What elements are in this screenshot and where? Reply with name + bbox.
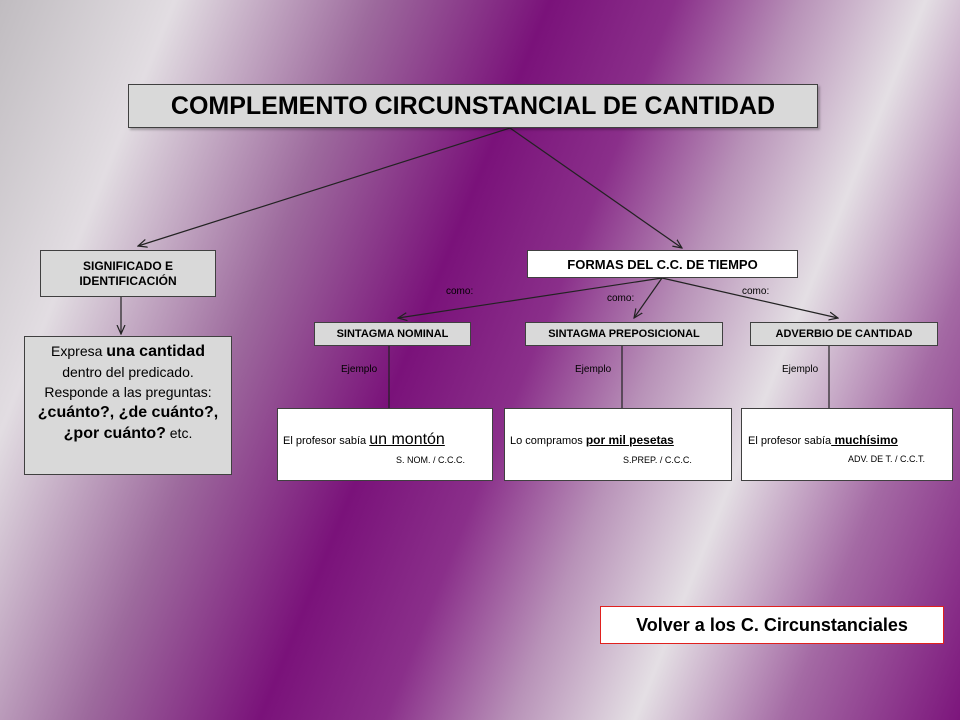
arrow-formas-to-adverbio — [661, 277, 838, 318]
connector-label-preposicional: como: — [607, 293, 635, 304]
example-key: muchísimo — [831, 433, 898, 447]
example-analysis: S.PREP. / C.C.C. — [623, 455, 692, 465]
example-key: por mil pesetas — [585, 433, 674, 447]
example-label-adverbio: Ejemplo — [782, 364, 819, 375]
definition-text-1: Expresa — [51, 343, 107, 359]
back-button-label: Volver a los C. Circunstanciales — [636, 614, 908, 635]
example-box-adverbio: El profesor sabía muchísimo ADV. DE T. /… — [741, 408, 953, 481]
category-sintagma-preposicional: SINTAGMA PREPOSICIONAL — [525, 322, 723, 346]
definition-text-2: dentro del predicado. Responde a las pre… — [44, 364, 212, 400]
page-title: COMPLEMENTO CIRCUNSTANCIAL DE CANTIDAD — [128, 84, 818, 128]
back-to-circunstanciales-button[interactable]: Volver a los C. Circunstanciales — [600, 606, 944, 644]
significado-heading-line1: SIGNIFICADO E — [82, 258, 173, 273]
example-analysis: S. NOM. / C.C.C. — [396, 455, 466, 465]
definition-key-2: ¿cuánto?, ¿de cuánto?, ¿por cuánto? — [37, 404, 219, 442]
example-analysis: ADV. DE T. / C.C.T. — [848, 454, 926, 464]
arrow-title-to-formas — [509, 127, 682, 248]
definition-text-3: etc. — [165, 425, 193, 441]
arrow-formas-to-nominal — [398, 277, 663, 318]
example-prefix: El profesor sabía — [283, 435, 370, 447]
example-prefix: Lo compramos — [510, 435, 586, 447]
example-sentence: El profesor sabía un montón — [283, 431, 445, 449]
connector-label-adverbio: como: — [742, 286, 770, 297]
arrow-title-to-significado — [138, 127, 511, 246]
category-sintagma-nominal: SINTAGMA NOMINAL — [314, 322, 471, 346]
example-label-nominal: Ejemplo — [341, 364, 378, 375]
arrow-formas-to-preposicional — [634, 277, 663, 318]
page-title-text: COMPLEMENTO CIRCUNSTANCIAL DE CANTIDAD — [170, 91, 776, 120]
example-sentence: El profesor sabía muchísimo — [748, 433, 898, 447]
significado-heading-line2: IDENTIFICACIÓN — [79, 273, 177, 288]
connector-label-nominal: como: — [446, 286, 474, 297]
example-box-nominal: El profesor sabía un montón S. NOM. / C.… — [277, 408, 493, 481]
example-key: un montón — [369, 431, 445, 448]
significado-heading: SIGNIFICADO E IDENTIFICACIÓN — [40, 250, 216, 297]
example-prefix: El profesor sabía — [748, 435, 832, 447]
category-label: ADVERBIO DE CANTIDAD — [775, 328, 913, 340]
category-adverbio-cantidad: ADVERBIO DE CANTIDAD — [750, 322, 938, 346]
example-box-preposicional: Lo compramos por mil pesetas S.PREP. / C… — [504, 408, 732, 481]
example-label-preposicional: Ejemplo — [575, 364, 612, 375]
example-sentence: Lo compramos por mil pesetas — [510, 433, 674, 447]
definition-key-1: una cantidad — [106, 343, 205, 360]
formas-heading-text: FORMAS DEL C.C. DE TIEMPO — [567, 256, 758, 272]
significado-definition: Expresa una cantidad dentro del predicad… — [24, 336, 232, 475]
formas-heading: FORMAS DEL C.C. DE TIEMPO — [527, 250, 798, 278]
category-label: SINTAGMA NOMINAL — [336, 328, 449, 340]
category-label: SINTAGMA PREPOSICIONAL — [548, 328, 700, 340]
